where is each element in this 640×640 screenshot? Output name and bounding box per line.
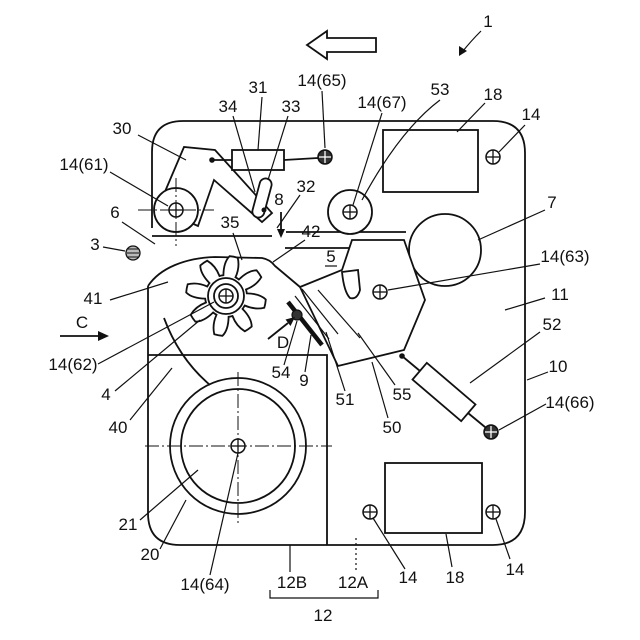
label-10: 10 <box>549 357 568 376</box>
label-34: 34 <box>219 97 238 116</box>
label-11: 11 <box>551 285 569 304</box>
cutter-lever-50 <box>300 240 425 366</box>
guide-curve-40 <box>164 318 210 385</box>
screw-14-bottom-right-icon <box>486 505 500 519</box>
label-12b: 12B <box>277 573 307 592</box>
label-14-bottom-left: 14 <box>399 568 418 587</box>
box-18-top <box>383 130 478 192</box>
label-31: 31 <box>249 78 268 97</box>
paper-8-arrowhead <box>277 229 285 238</box>
label-21: 21 <box>119 515 138 534</box>
label-14-65: 14(65) <box>297 71 346 90</box>
label-14-67: 14(67) <box>357 93 406 112</box>
screw-14-bottom-left-icon <box>363 505 377 519</box>
spring-52 <box>413 363 476 421</box>
screw-14-67-icon <box>343 205 357 219</box>
label-50: 50 <box>383 418 402 437</box>
label-5: 5 <box>326 247 335 266</box>
screw-14-top-right-icon <box>486 150 500 164</box>
screw-14-65-icon <box>318 150 332 164</box>
spring-31-rod-right <box>284 158 318 160</box>
label-14-62: 14(62) <box>48 355 97 374</box>
label-54: 54 <box>272 363 291 382</box>
slot-33-pin <box>262 208 267 213</box>
screw-14-64-icon <box>231 439 245 453</box>
label-14-63: 14(63) <box>540 247 589 266</box>
label-12: 12 <box>314 606 333 625</box>
label-42: 42 <box>302 222 321 241</box>
roll-7 <box>409 214 481 286</box>
part-3-icon <box>126 246 140 260</box>
label-52: 52 <box>543 315 562 334</box>
direction-c-arrowhead <box>98 331 109 341</box>
label-c: C <box>76 313 88 332</box>
label-12a: 12A <box>338 573 369 592</box>
label-40: 40 <box>109 418 128 437</box>
screw-14-66-icon <box>484 425 498 439</box>
label-14-66: 14(66) <box>545 393 594 412</box>
label-6: 6 <box>110 203 119 222</box>
label-53: 53 <box>431 80 450 99</box>
label-41: 41 <box>84 289 103 308</box>
label-3: 3 <box>90 235 99 254</box>
screw-14-62-icon <box>219 289 233 303</box>
label-4: 4 <box>101 385 110 404</box>
label-14-top-right: 14 <box>522 105 541 124</box>
label-14-61: 14(61) <box>59 155 108 174</box>
device-ref-arrow <box>463 31 481 51</box>
label-8: 8 <box>274 190 283 209</box>
spring-52-rod-upper <box>402 356 420 371</box>
label-18-bottom: 18 <box>446 568 465 587</box>
label-14-bottom-right: 14 <box>506 560 525 579</box>
label-55: 55 <box>393 385 412 404</box>
label-33: 33 <box>282 97 301 116</box>
label-1: 1 <box>483 12 492 31</box>
label-35: 35 <box>221 213 240 232</box>
label-d: D <box>277 333 289 352</box>
label-9: 9 <box>299 371 308 390</box>
label-18-top: 18 <box>484 85 503 104</box>
label-30: 30 <box>113 119 132 138</box>
label-51: 51 <box>336 390 355 409</box>
label-7: 7 <box>547 193 556 212</box>
box-18-bottom <box>385 463 482 533</box>
label-14-64: 14(64) <box>180 575 229 594</box>
feed-direction-arrow <box>307 31 376 59</box>
screw-14-63-icon <box>373 285 387 299</box>
label-20: 20 <box>141 545 160 564</box>
label-32: 32 <box>297 177 316 196</box>
screw-14-61-icon <box>169 203 183 217</box>
